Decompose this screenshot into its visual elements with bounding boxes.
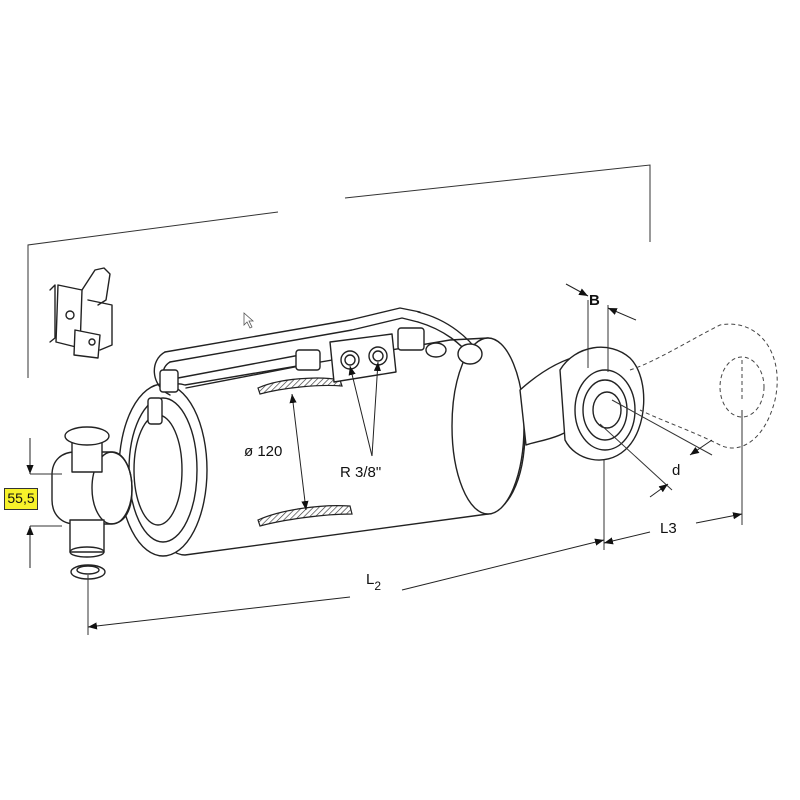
label-l2: L2 [366, 571, 381, 593]
label-diameter: ø 120 [244, 443, 282, 460]
dim-diameter [289, 393, 309, 511]
clip-accessory [49, 267, 113, 359]
dimension-badge-55-5: 55,5 [4, 488, 38, 510]
label-d: d [672, 462, 680, 479]
frame-lines [27, 164, 651, 378]
label-thread: R 3/8" [340, 464, 381, 481]
right-ball-joint [519, 323, 778, 461]
dim-height-left [26, 438, 62, 568]
label-b: B [589, 292, 600, 309]
cursor-icon [243, 312, 255, 329]
dim-l2 [87, 460, 605, 635]
label-l3: L3 [660, 520, 677, 537]
left-mount-head [51, 426, 133, 558]
dim-d [599, 399, 713, 498]
dim-l3 [603, 410, 743, 545]
hydraulic-pipes [147, 307, 483, 425]
dim-b [565, 283, 637, 372]
dim-thread-leaders [348, 361, 382, 457]
cylinder-body [118, 337, 526, 557]
